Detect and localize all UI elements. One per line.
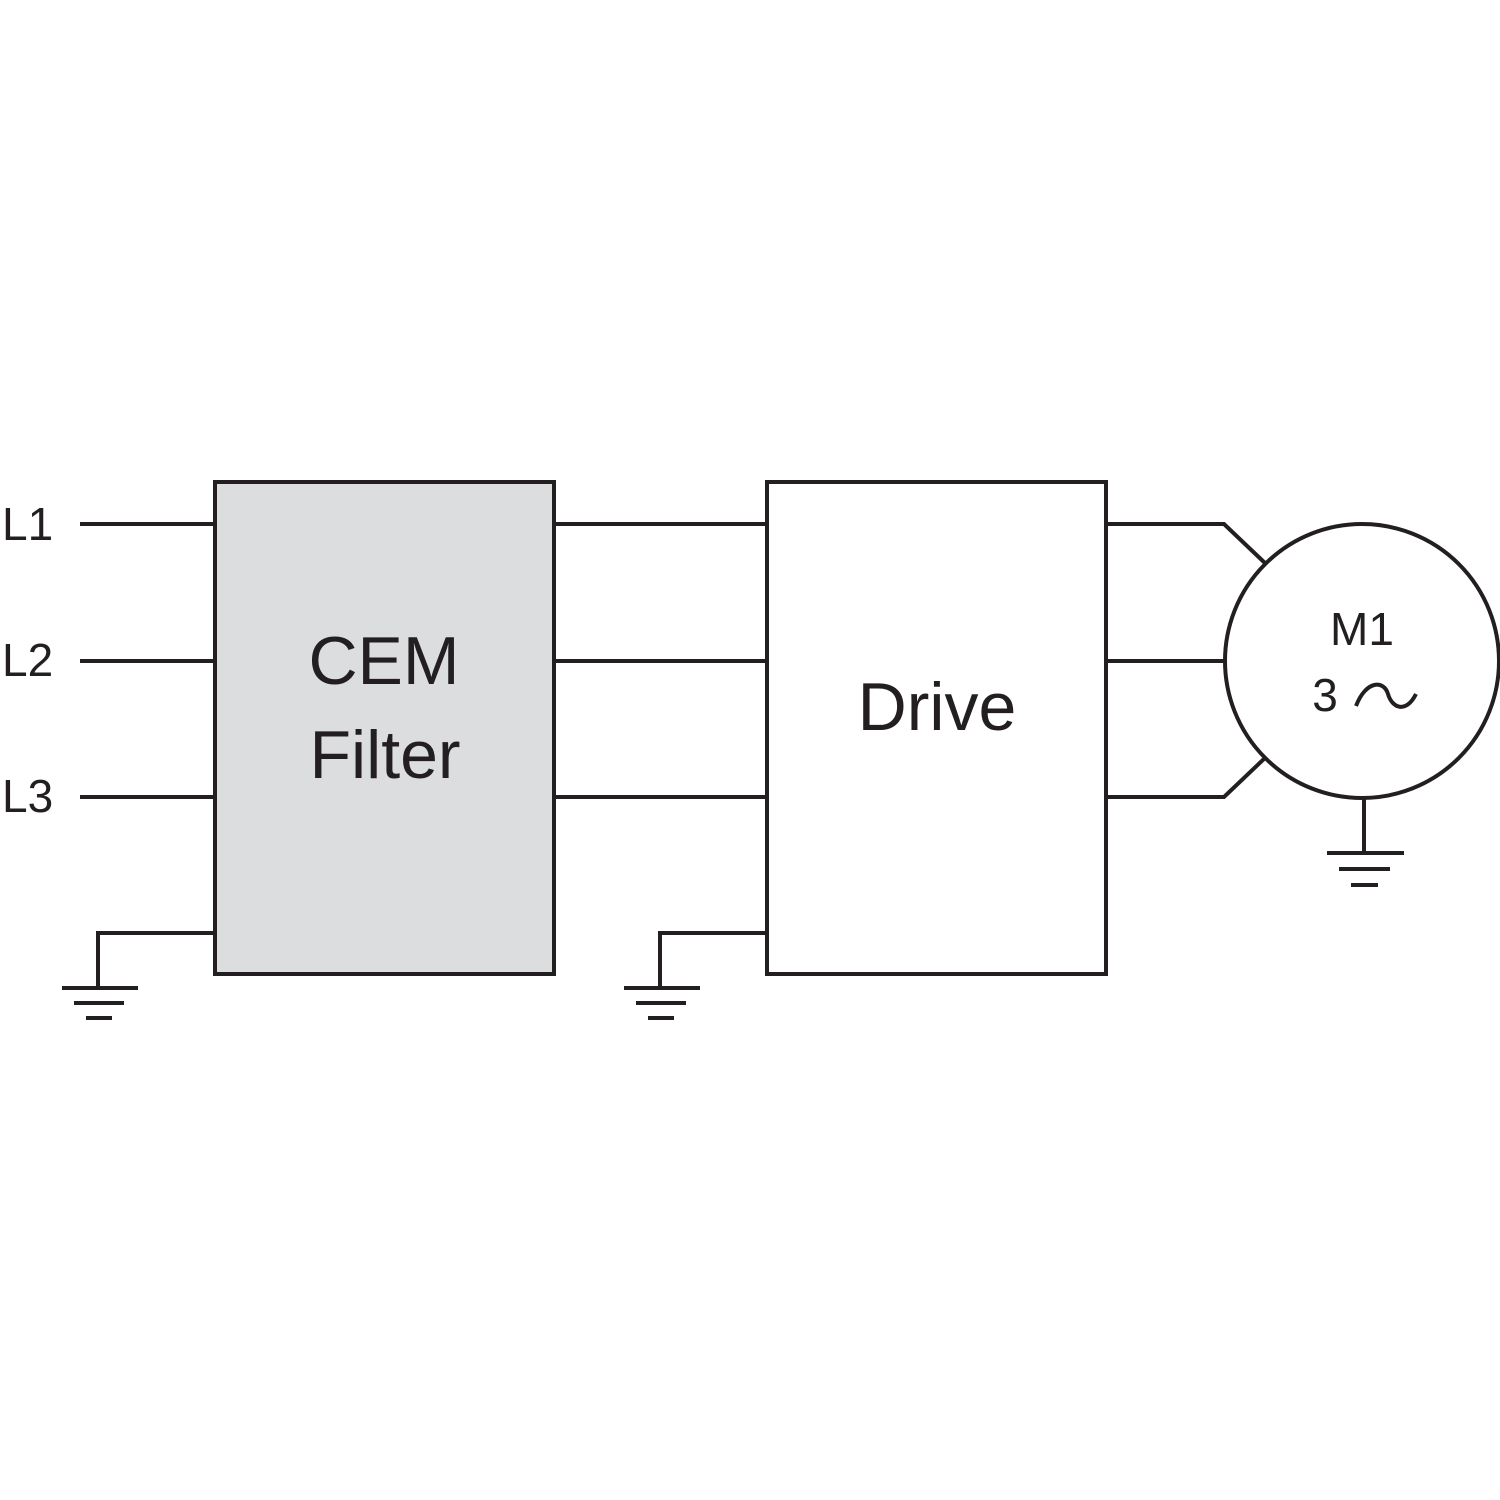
wire-drive-motor-1	[1106, 522, 1268, 566]
motor-label: M1	[1330, 603, 1394, 655]
cem-filter-box	[213, 480, 556, 976]
drive-ground-lead	[658, 931, 767, 988]
motor-phase-count: 3	[1312, 669, 1338, 721]
drive-label: Drive	[858, 669, 1017, 745]
cem-filter-label-line2: Filter	[309, 717, 460, 793]
cem-filter-label-line1: CEM	[308, 623, 459, 699]
wire-drive-motor-3	[1106, 755, 1268, 799]
ac-wave-icon	[1354, 682, 1418, 709]
line-label-l2: L2	[2, 634, 53, 686]
motor-circle	[1223, 522, 1500, 800]
filter-ground-lead	[96, 931, 215, 988]
motor-ground-icon	[1327, 851, 1404, 887]
filter-ground-icon	[62, 986, 138, 1020]
drive-ground-icon	[624, 986, 700, 1020]
line-label-l1: L1	[2, 498, 53, 550]
line-label-l3: L3	[2, 770, 53, 822]
drive-box	[765, 480, 1108, 976]
